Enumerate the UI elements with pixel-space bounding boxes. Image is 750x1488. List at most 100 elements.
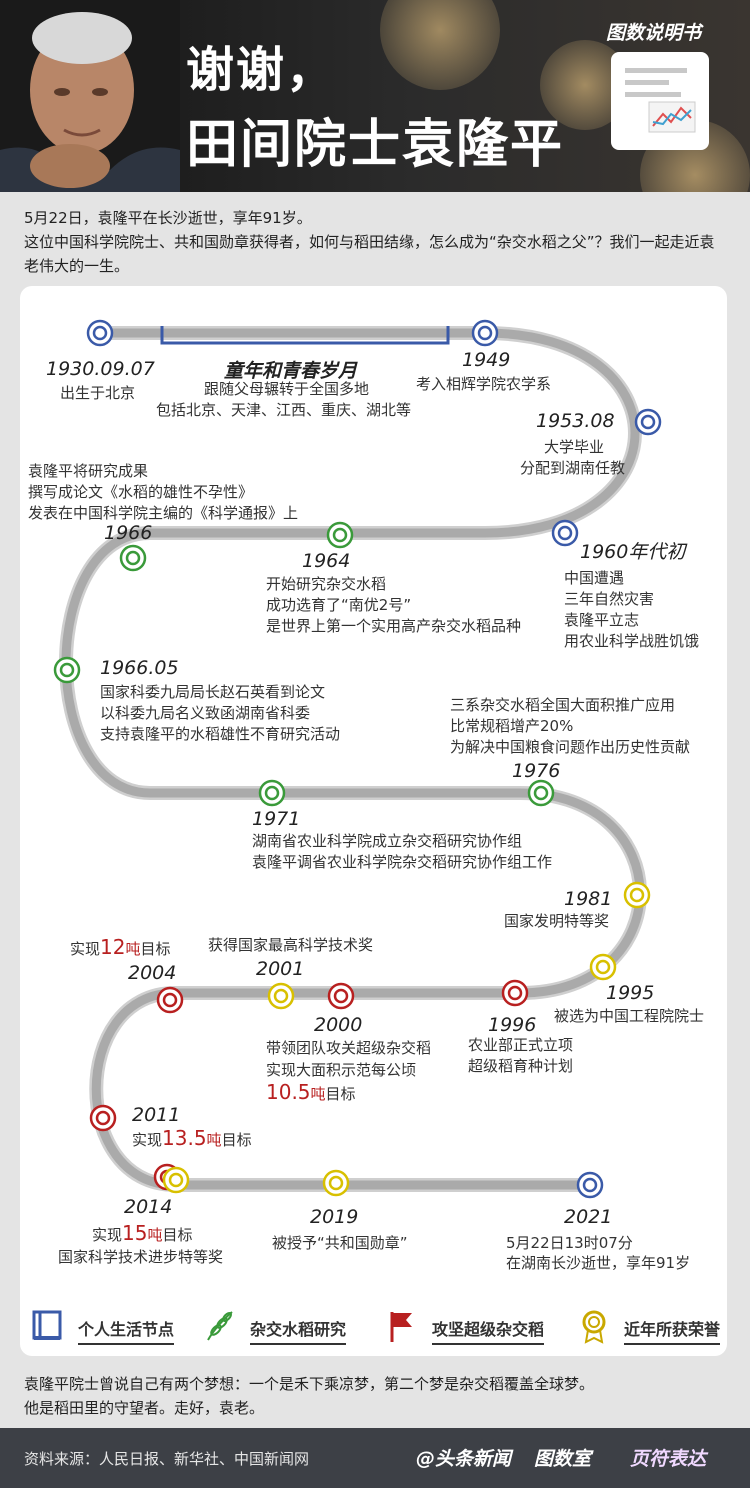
event-1996-text: 农业部正式立项 <box>468 1036 574 1054</box>
event-1960-text: 袁隆平立志 <box>564 611 640 629</box>
outro-line: 袁隆平院士曾说自己有两个梦想：一个是禾下乘凉梦，第二个梦是杂交稻覆盖全球梦。 <box>24 1375 595 1393</box>
event-1960-text: 用农业科学战胜饥饿 <box>564 632 700 650</box>
intro-line: 这位中国科学院院士、共和国勋章获得者，如何与稻田结缘，怎么成为“杂交水稻之父”？… <box>24 233 715 275</box>
portrait-image <box>0 0 180 192</box>
event-2004-text: 实现12吨目标 <box>70 935 171 959</box>
medal-icon <box>582 1310 606 1344</box>
marker-2000 <box>327 982 355 1010</box>
marker-2019 <box>322 1169 350 1197</box>
year-1966-05: 1966.05 <box>100 657 179 679</box>
childhood-text: 跟随父母辗转于全国多地 <box>204 380 370 398</box>
legend-label: 近年所获荣誉 <box>624 1316 721 1345</box>
year-1995: 1995 <box>606 982 655 1004</box>
marker-1960s <box>551 519 579 547</box>
document-chart-icon <box>611 52 709 150</box>
note-1976-text: 比常规稻增产20% <box>450 717 574 735</box>
event-1966-05-text: 支持袁隆平的水稻雄性不育研究活动 <box>100 725 341 743</box>
page-title-line1: 谢谢， <box>186 42 337 98</box>
legend-hybrid-rice: 杂交水稻研究 <box>202 1308 362 1348</box>
tushushi-logo: 图数室 <box>534 1448 592 1470</box>
event-1953-text: 分配到湖南任教 <box>520 459 626 477</box>
childhood-text: 包括北京、天津、江西、重庆、湖北等 <box>156 401 412 419</box>
footer: 资料来源：人民日报、新华社、中国新闻网 @头条新闻 图数室 页符表达 <box>0 1428 750 1488</box>
timeline-road <box>53 319 662 1199</box>
note-1966-text: 撰写成论文《水稻的雄性不孕性》 <box>28 483 254 501</box>
note-1976-text: 三系杂交水稻全国大面积推广应用 <box>450 696 676 714</box>
year-1981: 1981 <box>564 888 613 910</box>
event-1949-text: 考入相辉学院农学系 <box>416 375 552 393</box>
childhood-title: 童年和青春岁月 <box>224 360 358 382</box>
event-2019-text: 被授予“共和国勋章” <box>272 1234 408 1252</box>
year-1953: 1953.08 <box>536 410 615 432</box>
event-2000-text: 实现大面积示范每公顷 <box>266 1061 417 1079</box>
year-2000: 2000 <box>314 1014 363 1036</box>
year-1949: 1949 <box>462 349 511 371</box>
event-1953-text: 大学毕业 <box>544 438 605 456</box>
intro-line: 5月22日，袁隆平在长沙逝世，享年91岁。 <box>24 209 312 227</box>
marker-1953 <box>634 408 662 436</box>
marker-1971 <box>258 779 286 807</box>
year-2011: 2011 <box>132 1104 181 1126</box>
marker-2004 <box>156 986 184 1014</box>
year-2004: 2004 <box>128 962 177 984</box>
event-2000-text: 带领团队攻关超级杂交稻 <box>266 1039 432 1057</box>
event-1960-text: 三年自然灾害 <box>564 590 655 608</box>
year-2021: 2021 <box>564 1206 613 1228</box>
marker-1995 <box>589 953 617 981</box>
outro-text: 袁隆平院士曾说自己有两个梦想：一个是禾下乘凉梦，第二个梦是杂交稻覆盖全球梦。 他… <box>24 1372 729 1420</box>
legend-label: 杂交水稻研究 <box>250 1316 347 1345</box>
event-1930-text: 出生于北京 <box>60 384 136 402</box>
event-2001-text: 获得国家最高科学技术奖 <box>208 936 374 954</box>
event-1995-text: 被选为中国工程院院士 <box>554 1007 705 1025</box>
event-2021-text: 5月22日13时07分 <box>506 1234 633 1252</box>
year-1960s: 1960年代初 <box>580 541 686 563</box>
marker-1996 <box>501 979 529 1007</box>
year-1966: 1966 <box>104 522 153 544</box>
childhood-bracket <box>160 326 450 345</box>
marker-2014-honor <box>162 1166 190 1194</box>
event-2014-text: 实现15吨目标 <box>92 1221 193 1245</box>
event-1964-text: 是世界上第一个实用高产杂交水稻品种 <box>266 617 522 635</box>
legend-honors: 近年所获荣誉 <box>576 1308 736 1348</box>
marker-2011 <box>89 1104 117 1132</box>
note-1966-text: 发表在中国科学院主编的《科学通报》上 <box>28 504 299 522</box>
marker-1949 <box>471 319 499 347</box>
book-icon <box>32 1310 62 1340</box>
legend-personal: 个人生活节点 <box>30 1308 190 1348</box>
event-1964-text: 成功选育了“南优2号” <box>266 596 412 614</box>
event-1981-text: 国家发明特等奖 <box>504 912 610 930</box>
source-text: 资料来源：人民日报、新华社、中国新闻网 <box>24 1450 310 1468</box>
brand-logo: 图数说明书 <box>606 22 702 44</box>
year-1976: 1976 <box>512 760 561 782</box>
event-1996-text: 超级稻育种计划 <box>468 1057 574 1075</box>
legend-super-rice: 攻坚超级杂交稻 <box>384 1308 554 1348</box>
note-1966-text: 袁隆平将研究成果 <box>28 462 149 480</box>
marker-2001 <box>267 982 295 1010</box>
legend-label: 攻坚超级杂交稻 <box>432 1316 545 1345</box>
event-1971-text: 袁隆平调省农业科学院杂交稻研究协作组工作 <box>252 853 553 871</box>
marker-1966-05 <box>53 656 81 684</box>
note-1976-text: 为解决中国粮食问题作出历史性贡献 <box>450 738 691 756</box>
marker-1966 <box>119 544 147 572</box>
toutiao-logo: @头条新闻 <box>416 1448 512 1470</box>
event-2011-text: 实现13.5吨目标 <box>132 1126 252 1150</box>
year-2001: 2001 <box>256 958 305 980</box>
outro-line: 他是稻田里的守望者。走好，袁老。 <box>24 1399 265 1417</box>
year-1996: 1996 <box>488 1014 537 1036</box>
yefu-logo: 页符表达 <box>630 1448 707 1470</box>
event-1971-text: 湖南省农业科学院成立杂交稻研究协作组 <box>252 832 523 850</box>
flag-icon <box>390 1312 412 1342</box>
leaf-icon <box>207 1311 233 1341</box>
marker-1981 <box>623 881 651 909</box>
event-1960-text: 中国遭遇 <box>564 569 625 587</box>
marker-1964 <box>326 521 354 549</box>
event-2014-text: 国家科学技术进步特等奖 <box>58 1248 224 1266</box>
year-1930: 1930.09.07 <box>46 358 155 380</box>
event-1964-text: 开始研究杂交水稻 <box>266 575 387 593</box>
legend-label: 个人生活节点 <box>78 1316 175 1345</box>
event-2000-target: 10.5吨目标 <box>266 1080 356 1104</box>
marker-1976 <box>527 779 555 807</box>
marker-1930 <box>86 319 114 347</box>
page-title-line2: 田间院士袁隆平 <box>186 115 565 175</box>
milestone-markers <box>53 319 662 1199</box>
